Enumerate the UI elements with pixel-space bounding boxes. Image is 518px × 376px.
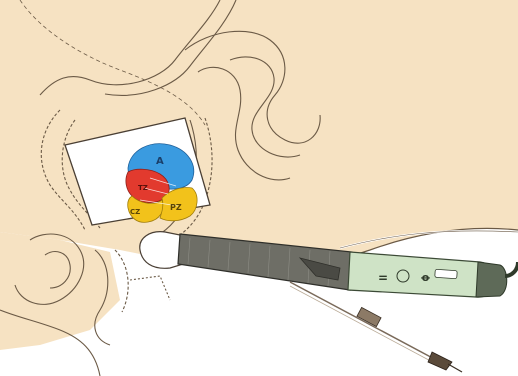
probe-end-cap [476,262,507,297]
probe-handle-mark-1: = [378,271,388,285]
zone-label-tz: TZ [138,184,148,192]
zone-label-a: A [156,156,164,167]
body-skin-area [0,0,518,270]
zone-label-pz: PZ [170,203,182,212]
probe-cable [505,262,518,276]
probe-handle-slot [435,269,458,279]
biopsy-needle [290,282,462,372]
probe-handle-mark-2: ꝋ [421,271,430,284]
zone-label-cz: CZ [130,208,140,216]
